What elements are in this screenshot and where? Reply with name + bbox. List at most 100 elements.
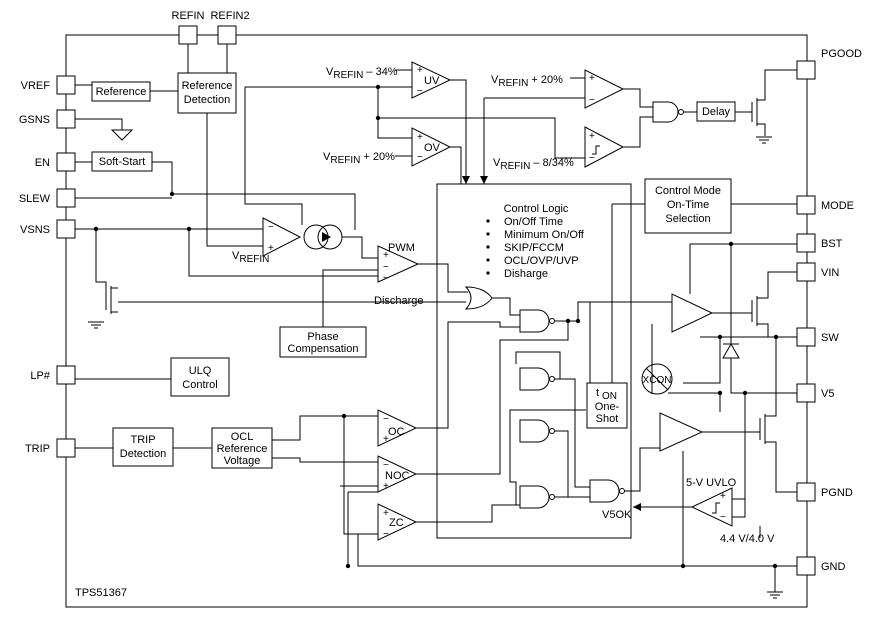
ocl-ref-line1: OCL: [231, 431, 254, 443]
xcon-block: [641, 363, 673, 395]
control-mode-line3: Selection: [665, 213, 710, 225]
pin-refin-label: REFIN: [172, 10, 205, 22]
ulq-line1: ULQ: [189, 365, 212, 377]
ulq-control-block: [170, 357, 230, 397]
pin-gnd-label: GND: [821, 561, 846, 573]
svg-text:+: +: [268, 243, 274, 254]
uvlo-comparator: +−: [690, 487, 733, 527]
svg-text:+: +: [417, 132, 423, 143]
arrow-into-logic: [462, 176, 470, 184]
pin-vsns-label: VSNS: [20, 224, 50, 236]
nand-gate-5: [589, 479, 625, 503]
soft-start-label: Soft-Start: [99, 156, 145, 168]
svg-text:−: −: [268, 222, 274, 233]
low-side-driver: [659, 412, 704, 452]
ov-comparator: + − OV: [411, 127, 452, 167]
reference-label: Reference: [96, 86, 147, 98]
pgood-mosfet: [735, 69, 797, 136]
left-pins: VREF GSNS EN SLEW VSNS LP# TRIP: [19, 75, 76, 458]
phase-comp-line2: Compensation: [288, 343, 359, 355]
reference-detection-line2: Detection: [184, 94, 230, 106]
pin-en-label: EN: [35, 157, 50, 169]
discharge-label: Discharge: [374, 295, 424, 307]
noc-comparator: − + NOC: [377, 455, 418, 493]
reference-detection-block: [177, 72, 237, 114]
bootstrap-diode: [722, 342, 740, 359]
svg-text:−: −: [383, 273, 389, 284]
pin-gsns-label: GSNS: [19, 114, 50, 126]
svg-text:+: +: [417, 65, 423, 76]
svg-text:+: +: [589, 73, 595, 84]
gm-arrow: [322, 232, 331, 242]
pg-lo-comparator: +−: [584, 126, 625, 168]
delay-label: Delay: [702, 106, 731, 118]
svg-text:−: −: [383, 529, 389, 540]
trip-detection-block: [112, 427, 174, 467]
trip-detection-line1: TRIP: [130, 434, 155, 446]
svg-text:OC: OC: [388, 426, 405, 438]
control-mode-block: [644, 178, 732, 234]
svg-text:−: −: [383, 460, 389, 471]
ground-symbols: [88, 129, 783, 599]
ocl-ref-line3: Voltage: [224, 455, 261, 467]
nand-gate-3: [519, 419, 555, 443]
pin-sw-label: SW: [821, 332, 839, 344]
part-number-label: TPS51367: [75, 587, 127, 599]
pg-lo-threshold-label: VREFIN – 8/34%: [493, 157, 574, 172]
pin-pgood-label: PGOOD: [821, 48, 862, 60]
svg-text:OV: OV: [424, 142, 441, 154]
ton-sub: ON: [602, 391, 617, 402]
svg-text:NOC: NOC: [385, 470, 410, 482]
v5ok-label: V5OK: [602, 509, 632, 521]
ov-threshold-label: VREFIN + 20%: [323, 151, 395, 166]
zc-comparator: +− ZC: [377, 503, 418, 541]
pg-hi-comparator: +−: [584, 69, 625, 109]
vrefin-label: VREFIN: [232, 250, 269, 265]
ton-t: t: [596, 387, 599, 399]
arrow-v5ok: [633, 503, 641, 511]
ton-one-shot-block: [586, 382, 628, 429]
wires: [75, 44, 797, 592]
control-logic-box: [436, 183, 632, 539]
pin-v5-label: V5: [821, 388, 834, 400]
control-mode-line1: Control Mode: [655, 185, 721, 197]
svg-text:+: +: [383, 434, 389, 445]
ton-line2: One-: [595, 401, 620, 413]
high-side-mosfet: [751, 271, 797, 337]
pg-hi-threshold-label: VREFIN + 20%: [491, 74, 563, 89]
svg-text:+: +: [589, 131, 595, 142]
pin-lp-label: LP#: [30, 370, 50, 382]
nand-gate-1: [519, 309, 555, 333]
svg-text:−: −: [589, 95, 595, 106]
discharge-mosfet: [105, 286, 118, 314]
ulq-line2: Control: [182, 379, 217, 391]
error-amp: −+: [262, 217, 302, 257]
nand-gate-pgood: [652, 101, 684, 123]
oc-comparator: − + OC: [377, 409, 418, 447]
phase-comp-line1: Phase: [307, 331, 338, 343]
pin-mode-label: MODE: [821, 200, 854, 212]
svg-text:−: −: [417, 152, 423, 163]
low-side-mosfet: [759, 402, 797, 493]
svg-text:PWM: PWM: [388, 242, 415, 254]
ton-line3: Shot: [596, 413, 619, 425]
pin-refin2-label: REFIN2: [210, 10, 249, 22]
svg-text:−: −: [720, 512, 726, 523]
high-side-driver: [671, 293, 714, 333]
arrow-into-logic: [480, 176, 488, 184]
pin-slew-label: SLEW: [19, 193, 51, 205]
svg-text:+: +: [383, 481, 389, 492]
control-logic-item: On/Off Time: [504, 216, 563, 228]
svg-text:ZC: ZC: [389, 517, 404, 529]
ocl-reference-block: [211, 427, 273, 469]
svg-text:−: −: [589, 153, 595, 164]
phase-compensation-block: [279, 326, 367, 358]
top-pins: REFIN REFIN2: [172, 10, 250, 45]
nand-gate-2: [519, 367, 555, 391]
pin-trip-label: TRIP: [25, 443, 50, 455]
pin-vin-label: VIN: [821, 267, 839, 279]
chip-boundary: [65, 34, 808, 608]
svg-text:−: −: [383, 414, 389, 425]
pwm-comparator: +−− PWM: [377, 242, 420, 284]
